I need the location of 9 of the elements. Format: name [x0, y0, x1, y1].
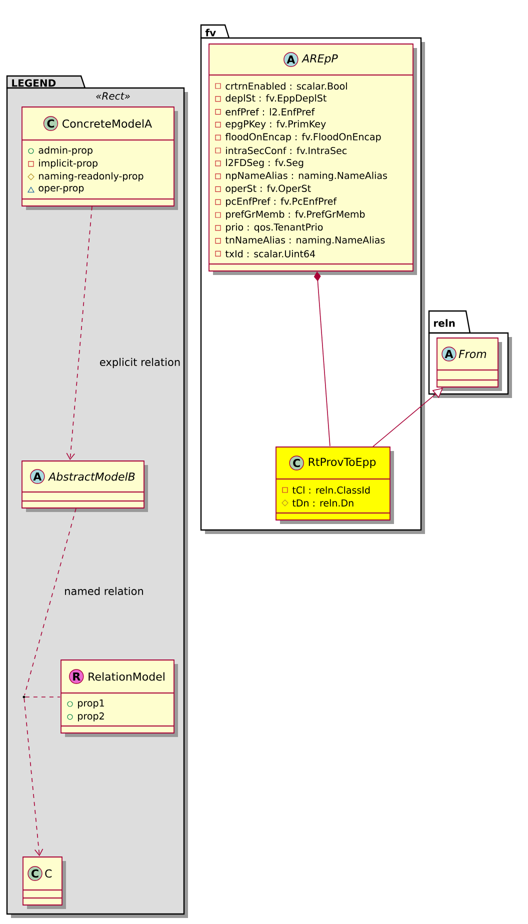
node-label: fv [205, 28, 216, 36]
node-label: reln [434, 319, 455, 327]
connector [24, 698, 44, 856]
edge-label: named relation [63, 586, 145, 596]
connector [25, 696, 60, 698]
connector [24, 508, 76, 696]
stereotype-label: «Rect» [96, 92, 130, 100]
connector [66, 206, 92, 460]
edge-label: explicit relation [98, 356, 182, 370]
